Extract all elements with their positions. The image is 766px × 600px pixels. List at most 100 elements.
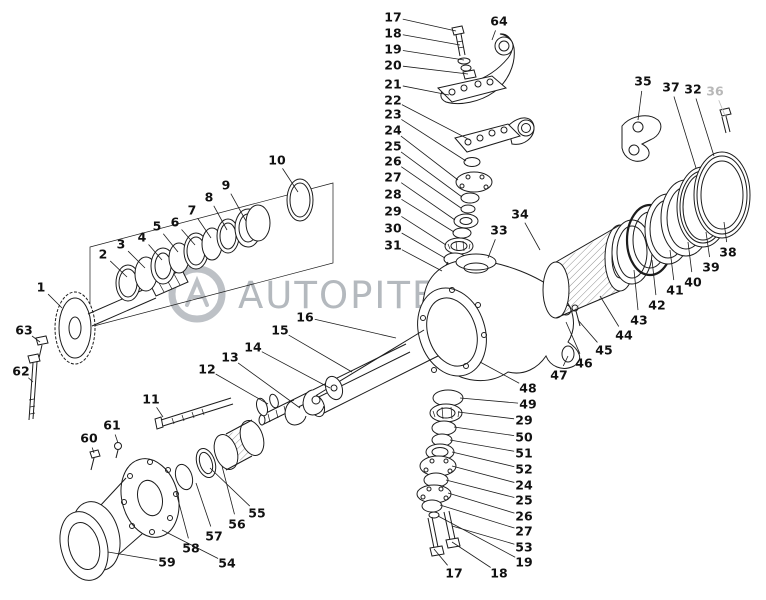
leader-line	[479, 361, 520, 384]
exploded-drawing	[27, 25, 751, 581]
leader-line	[451, 541, 491, 568]
part-number: 63	[15, 323, 32, 338]
part-number: 18	[384, 26, 401, 41]
part-number: 6	[171, 215, 180, 230]
leader-line	[261, 351, 331, 389]
leader-line	[562, 355, 569, 367]
leader-line	[114, 434, 119, 444]
part-number: 17	[384, 10, 401, 25]
part-number: 58	[182, 541, 199, 556]
part-number: 59	[158, 555, 175, 570]
leader-line	[402, 65, 469, 75]
part-number: 54	[218, 556, 236, 571]
leader-line	[161, 529, 219, 559]
leader-line	[447, 492, 515, 514]
leader-line	[31, 335, 41, 343]
leader-line	[148, 244, 163, 261]
part-number: 17	[445, 566, 462, 581]
part-number: 51	[515, 446, 532, 461]
part-number: 19	[384, 42, 401, 57]
leader-line	[599, 295, 620, 327]
leader-line	[209, 467, 251, 507]
leader-line	[400, 135, 459, 181]
part-hub-ring-set	[611, 151, 751, 285]
leader-line	[401, 104, 471, 141]
part-number: 13	[221, 350, 238, 365]
leader-line	[401, 198, 455, 233]
part-number: 28	[384, 187, 401, 202]
part-number: 56	[228, 517, 246, 532]
part-kingpin-stack-lower	[416, 389, 464, 557]
leader-line	[459, 397, 519, 404]
leader-line	[491, 30, 496, 41]
part-number: 23	[384, 107, 401, 122]
part-number: 24	[515, 478, 533, 493]
part-number: 60	[80, 431, 98, 446]
leader-line	[402, 18, 457, 32]
part-number: 47	[550, 368, 567, 383]
leader-line	[457, 411, 515, 420]
part-number: 35	[634, 74, 651, 89]
leader-line	[175, 491, 189, 539]
part-number: 62	[12, 364, 29, 379]
leader-line	[213, 205, 228, 231]
part-drive-gear	[54, 269, 189, 365]
leader-line	[28, 377, 34, 383]
part-number: 7	[188, 203, 197, 218]
part-number: 41	[666, 283, 683, 298]
leader-line	[230, 193, 247, 222]
part-number: 32	[684, 82, 701, 97]
part-number: 40	[684, 275, 702, 290]
part-number: 39	[702, 260, 719, 275]
leader-line	[445, 479, 515, 498]
part-number: 10	[268, 153, 286, 168]
leader-line	[439, 504, 515, 529]
part-ring-set	[115, 178, 314, 302]
part-number: 24	[384, 123, 402, 138]
part-number: 48	[519, 381, 536, 396]
part-number: 53	[515, 540, 532, 555]
leader-line	[221, 465, 235, 515]
part-number: 55	[248, 506, 265, 521]
part-number: 21	[384, 77, 401, 92]
leader-line	[633, 269, 639, 311]
part-u-joint	[284, 375, 344, 426]
leader-line	[565, 321, 581, 355]
part-number: 11	[142, 392, 159, 407]
leader-line	[487, 239, 496, 259]
part-number: 20	[384, 58, 402, 73]
part-number: 42	[648, 298, 665, 313]
leader-line	[723, 221, 728, 243]
leader-line	[195, 482, 212, 527]
leader-line	[637, 90, 643, 121]
part-number: 49	[519, 397, 536, 412]
part-number: 29	[384, 204, 401, 219]
leader-line	[449, 439, 515, 452]
leader-line	[400, 151, 463, 198]
leader-line	[400, 166, 462, 209]
leader-line	[215, 373, 269, 405]
part-number: 57	[205, 529, 222, 544]
part-number: 38	[719, 245, 736, 260]
leader-line	[402, 34, 461, 46]
leader-line	[162, 233, 179, 253]
leader-line	[237, 362, 301, 409]
leader-line	[282, 168, 299, 193]
part-bracket-35	[621, 107, 732, 162]
part-number: 37	[662, 80, 679, 95]
leader-line	[651, 259, 657, 296]
leader-line	[718, 100, 727, 119]
part-number: 3	[117, 237, 126, 252]
part-number: 30	[384, 221, 402, 236]
part-number: 46	[575, 356, 593, 371]
leader-line	[401, 119, 467, 162]
part-number: 16	[296, 310, 314, 325]
leader-line	[577, 319, 598, 343]
part-kingpin-bolts-top	[451, 25, 477, 80]
leader-line	[402, 50, 465, 61]
part-number: 25	[384, 139, 401, 154]
part-number: 18	[490, 566, 507, 581]
part-number: 9	[222, 178, 231, 193]
part-number: 25	[515, 493, 532, 508]
